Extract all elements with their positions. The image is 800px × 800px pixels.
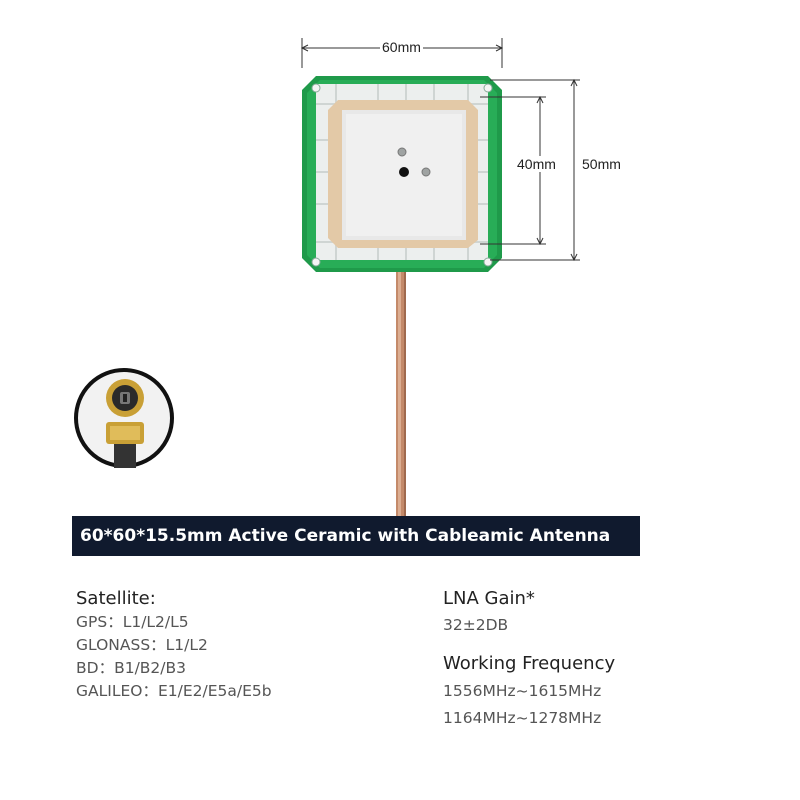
coaxial-cable xyxy=(396,268,406,518)
outer-dimension-label: 50mm xyxy=(580,156,623,172)
lna-gain-title: LNA Gain* xyxy=(443,588,535,609)
antenna-illustration xyxy=(300,38,580,518)
satellite-glonass: GLONASS：L1/L2 xyxy=(76,636,208,654)
satellite-galileo: GALILEO：E1/E2/E5a/E5b xyxy=(76,682,272,700)
working-frequency-title: Working Frequency xyxy=(443,653,616,674)
satellite-title: Satellite: xyxy=(76,588,156,609)
frequency-range-1: 1556MHz~1615MHz xyxy=(443,682,602,700)
satellite-gps: GPS：L1/L2/L5 xyxy=(76,613,189,631)
ipex-connector-icon xyxy=(106,379,144,468)
ceramic-patch xyxy=(328,100,478,248)
frequency-range-2: 1164MHz~1278MHz xyxy=(443,709,602,727)
connector-closeup xyxy=(74,368,174,468)
product-title-banner: 60*60*15.5mm Active Ceramic with Cableam… xyxy=(72,516,640,556)
lna-gain-value: 32±2DB xyxy=(443,616,509,634)
satellite-bd: BD：B1/B2/B3 xyxy=(76,659,186,677)
inner-dimension-label: 40mm xyxy=(515,156,558,172)
width-dimension-label: 60mm xyxy=(380,39,423,55)
